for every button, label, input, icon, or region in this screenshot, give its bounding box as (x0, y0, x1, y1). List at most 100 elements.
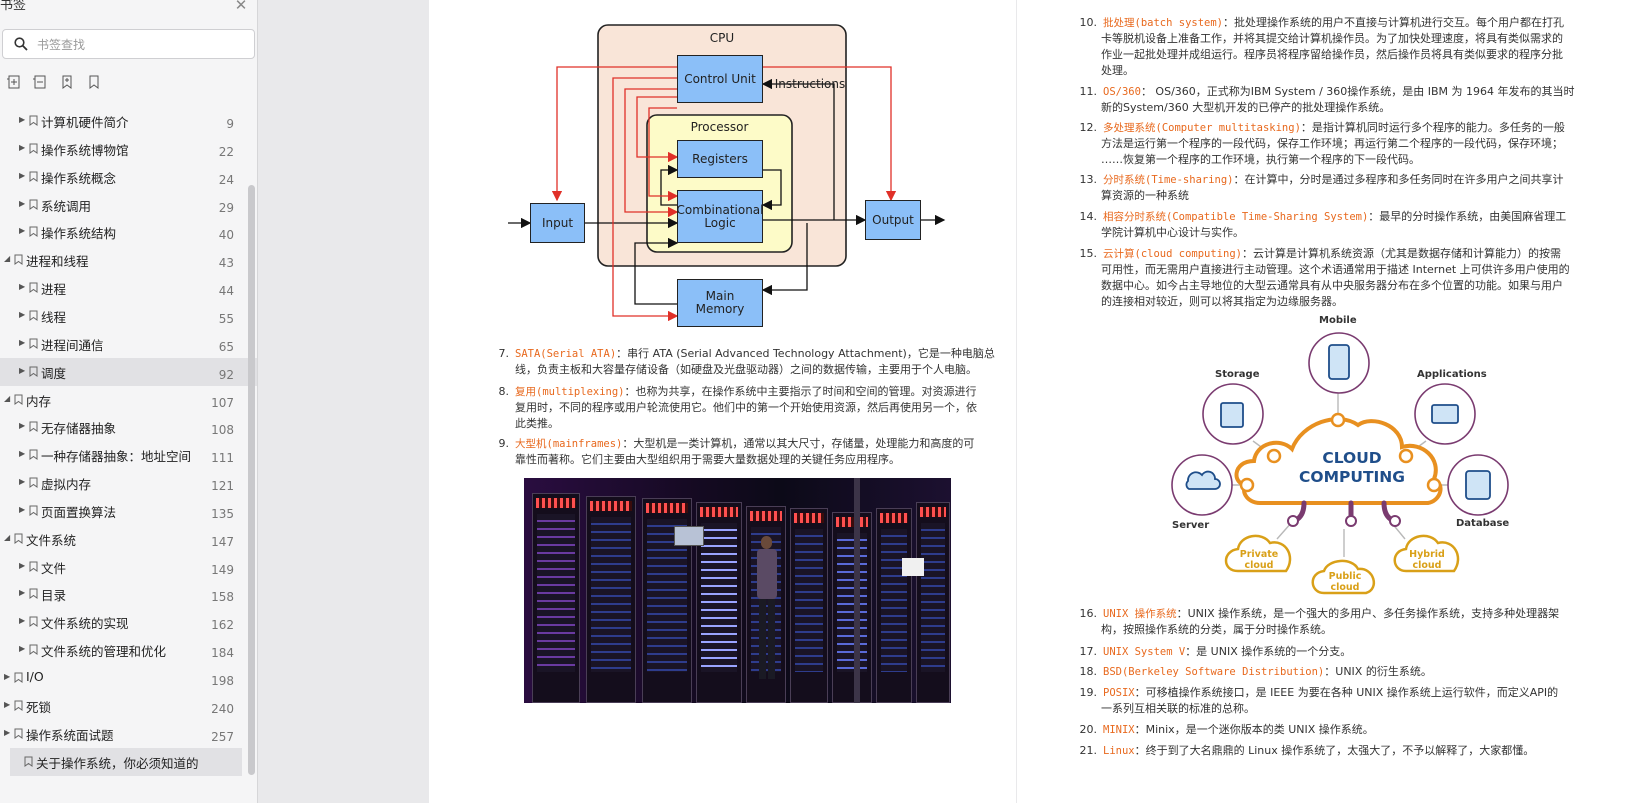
collapse-arrow-icon[interactable]: ▶ (19, 337, 26, 347)
bookmark-icon (29, 282, 38, 294)
collapse-arrow-icon[interactable]: ▶ (19, 170, 26, 180)
bookmark-icon (29, 616, 38, 628)
sidebar-item-label: 操作系统博物馆 (41, 142, 129, 158)
hybrid-cloud-label: Hybrid cloud (1409, 549, 1445, 571)
panel-title: 书签 (0, 0, 27, 13)
bookmark-icon (29, 449, 38, 461)
collapse-arrow-icon[interactable]: ▶ (19, 421, 26, 431)
collapse-arrow-icon[interactable]: ▶ (19, 282, 26, 292)
instructions-label: Instructions (774, 76, 846, 91)
sidebar-item-label: 页面置换算法 (41, 504, 117, 520)
collapse-all-icon[interactable] (32, 74, 48, 90)
page-number: 107 (211, 395, 234, 410)
page-number: 198 (211, 674, 234, 688)
collapse-arrow-icon[interactable]: ▶ (19, 616, 26, 626)
cpu-diagram: CPU Control Unit Instructions Processor … (503, 0, 948, 338)
page-number: 162 (211, 618, 234, 633)
document-page-left: CPU Control Unit Instructions Processor … (429, 0, 1016, 803)
page-number: 184 (211, 646, 234, 661)
add-bookmark-icon[interactable] (59, 74, 75, 90)
sidebar-item-label: 调度 (41, 365, 67, 381)
bookmark-icon (29, 199, 38, 210)
bookmark-icon (29, 115, 38, 126)
collapse-arrow-icon[interactable]: ▶ (19, 504, 26, 514)
sidebar-item[interactable]: 关于操作系统，你必须知道的 (10, 747, 242, 776)
term-highlight: POSIX (1103, 687, 1135, 699)
server-label: Server (1172, 520, 1210, 531)
collapse-arrow-icon[interactable]: ▶ (4, 699, 11, 709)
expand-arrow-icon[interactable]: ◢ (4, 254, 11, 264)
input-box: Input (530, 203, 585, 243)
collapse-arrow-icon[interactable]: ▶ (4, 727, 11, 737)
collapse-arrow-icon[interactable]: ▶ (19, 449, 26, 459)
search-icon (14, 37, 28, 51)
term-highlight: Linux (1103, 745, 1135, 757)
collapse-arrow-icon[interactable]: ▶ (19, 226, 26, 236)
sidebar-item-label: 虚拟内存 (41, 477, 92, 493)
page-number: 43 (218, 256, 234, 271)
collapse-arrow-icon[interactable]: ▶ (19, 198, 26, 208)
collapse-arrow-icon[interactable]: ▶ (19, 588, 26, 598)
bookmark-search[interactable] (2, 29, 255, 59)
sidebar-item[interactable]: ▶ 操作系统博物馆 22 (0, 135, 257, 163)
collapse-arrow-icon[interactable]: ▶ (19, 365, 26, 375)
collapse-arrow-icon[interactable]: ▶ (19, 477, 26, 487)
expand-arrow-icon[interactable]: ◢ (4, 532, 11, 542)
collapse-arrow-icon[interactable] (14, 756, 22, 766)
expand-arrow-icon[interactable]: ◢ (4, 393, 11, 403)
search-input[interactable] (37, 35, 237, 54)
collapse-arrow-icon[interactable]: ▶ (19, 560, 26, 570)
close-icon[interactable]: ✕ (234, 0, 248, 14)
sidebar-item-label: 死锁 (26, 699, 52, 715)
expand-all-icon[interactable] (6, 74, 22, 90)
collapse-arrow-icon[interactable]: ▶ (19, 142, 26, 152)
sidebar-scrollbar[interactable] (248, 185, 255, 775)
bookmark-icon (29, 505, 38, 516)
sidebar-item[interactable]: ▶ 死锁 240 (0, 692, 257, 720)
sidebar-item[interactable]: ◢ 内存 107 (0, 386, 257, 414)
public-cloud-label: Public cloud (1328, 571, 1362, 593)
page-number: 147 (211, 534, 234, 549)
sidebar-item-label: 内存 (26, 393, 52, 409)
page-number: 29 (218, 200, 234, 215)
page-number: 22 (218, 144, 234, 159)
collapse-arrow-icon[interactable]: ▶ (19, 309, 26, 319)
bookmark-icon (14, 700, 23, 711)
storage-label: Storage (1215, 369, 1260, 380)
page-number: 240 (211, 701, 234, 716)
page-number: 108 (211, 423, 234, 438)
bookmark-icon (14, 728, 23, 739)
collapse-arrow-icon[interactable]: ▶ (4, 672, 11, 681)
sidebar-item-label: 操作系统结构 (41, 226, 117, 242)
collapse-arrow-icon[interactable]: ▶ (19, 644, 26, 654)
sidebar-item-label: 文件 (41, 560, 67, 576)
collapse-arrow-icon[interactable]: ▶ (19, 115, 26, 124)
term-highlight: UNIX System V (1103, 646, 1186, 658)
bookmark-icon[interactable] (86, 74, 102, 90)
bookmark-panel: 书签 ✕ ▶计算机硬件简介9▶操作系统博物馆22▶操作系统概念24▶系统调用29… (0, 0, 258, 803)
datacenter-photo (524, 478, 951, 703)
term-highlight: 相容分时系统(Compatible Time-Sharing System) (1103, 211, 1369, 223)
